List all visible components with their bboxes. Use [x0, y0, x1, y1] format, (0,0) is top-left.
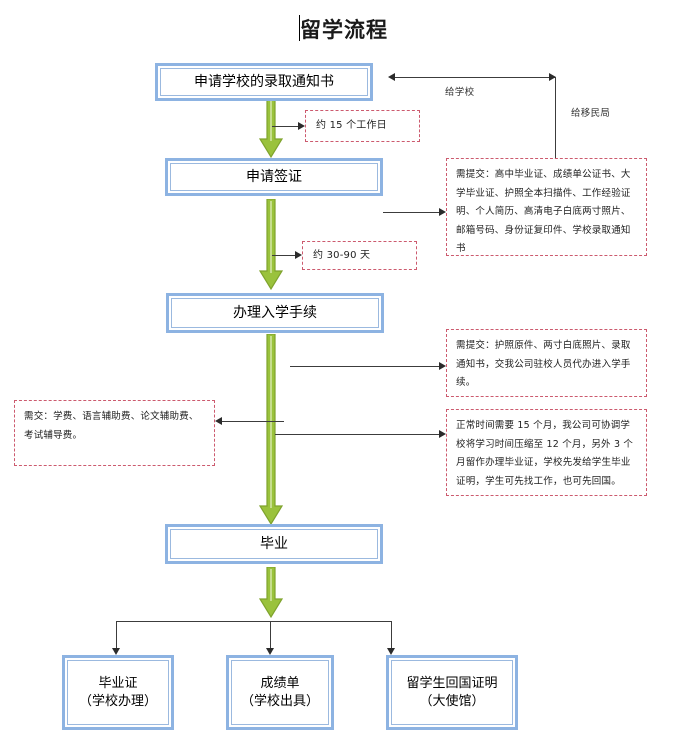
connector-offer-to-school [395, 77, 555, 78]
title-cursor-caret [299, 15, 300, 41]
process-box-enrollment-label: 办理入学手续 [171, 298, 379, 328]
note-schedule: 正常时间需要 15 个月，我公司可协调学校将学习时间压缩至 12 个月，另外 3… [446, 409, 647, 496]
arrowhead-enrollment-documents [439, 362, 446, 370]
connector-arrow-to-duration-visa [272, 255, 295, 256]
note-visa-documents: 需提交：高中毕业证、成绩单公证书、大学毕业证、护照全本扫描件、工作经验证明、个人… [446, 158, 647, 256]
duration-note-visa: 约 30-90 天 [302, 241, 417, 270]
outcome-box-transcript-content: 成绩单 （学校出具） [231, 660, 329, 725]
arrowhead-duration-visa [295, 251, 302, 259]
branch-horizontal-bus [116, 621, 392, 622]
page-title: 留学流程 [300, 18, 388, 42]
edge-label-to-immigration: 给移民局 [571, 108, 611, 119]
outcome-box-diploma[interactable]: 毕业证 （学校办理） [62, 655, 174, 730]
arrowhead-schedule [439, 430, 446, 438]
arrowhead-to-immigration [549, 73, 556, 81]
outcome-box-return-certificate-line1: 留学生回国证明 [406, 675, 498, 691]
arrowhead-fees [215, 417, 222, 425]
outcome-box-diploma-line2: （学校办理） [78, 693, 157, 709]
outcome-box-transcript[interactable]: 成绩单 （学校出具） [226, 655, 334, 730]
process-box-apply-school[interactable]: 申请学校的录取通知书 [155, 63, 373, 101]
process-box-apply-school-label: 申请学校的录取通知书 [160, 68, 368, 96]
process-box-graduate[interactable]: 毕业 [165, 524, 383, 564]
note-fees-text: 需交：学费、语言辅助费、论文辅助费、考试辅导费。 [24, 411, 199, 441]
arrowhead-diploma [112, 648, 120, 655]
process-box-graduate-label: 毕业 [170, 529, 378, 559]
connector-arrow-to-duration-offer [272, 126, 298, 127]
edge-label-to-school: 给学校 [445, 87, 475, 98]
duration-note-offer-text: 约 15 个工作日 [316, 120, 387, 131]
green-arrow-offer-to-visa [258, 97, 284, 159]
outcome-box-return-certificate[interactable]: 留学生回国证明 （大使馆） [386, 655, 518, 730]
process-box-enrollment[interactable]: 办理入学手续 [166, 293, 384, 333]
branch-stem-transcript [270, 621, 271, 650]
duration-note-offer: 约 15 个工作日 [305, 110, 420, 142]
branch-stem-diploma [116, 621, 117, 650]
green-arrow-graduate-to-outcomes [258, 567, 284, 619]
process-box-apply-visa[interactable]: 申请签证 [165, 158, 383, 196]
note-enrollment-documents-text: 需提交：护照原件、两寸白底照片、录取通知书，交我公司驻校人员代办进入学手续。 [456, 340, 631, 389]
green-arrow-enrollment-to-graduate [258, 334, 284, 526]
connector-to-fees [222, 421, 284, 422]
connector-immigration-vertical [555, 77, 556, 207]
process-box-apply-visa-label: 申请签证 [170, 163, 378, 191]
arrowhead-return-certificate [387, 648, 395, 655]
arrowhead-to-offer-box [388, 73, 395, 81]
connector-to-schedule [275, 434, 439, 435]
arrowhead-visa-documents [439, 208, 446, 216]
note-visa-documents-text: 需提交：高中毕业证、成绩单公证书、大学毕业证、护照全本扫描件、工作经验证明、个人… [456, 169, 631, 255]
note-enrollment-documents: 需提交：护照原件、两寸白底照片、录取通知书，交我公司驻校人员代办进入学手续。 [446, 329, 647, 397]
outcome-box-transcript-line1: 成绩单 [260, 675, 300, 691]
note-schedule-text: 正常时间需要 15 个月，我公司可协调学校将学习时间压缩至 12 个月，另外 3… [456, 420, 634, 487]
arrowhead-transcript [266, 648, 274, 655]
duration-note-visa-text: 约 30-90 天 [313, 249, 371, 261]
note-fees: 需交：学费、语言辅助费、论文辅助费、考试辅导费。 [14, 400, 215, 466]
green-arrow-visa-to-enrollment [258, 199, 284, 291]
outcome-box-diploma-line1: 毕业证 [98, 675, 138, 691]
arrowhead-duration-offer [298, 122, 305, 130]
outcome-box-transcript-line2: （学校出具） [240, 693, 319, 709]
connector-to-enrollment-documents [290, 366, 439, 367]
branch-stem-return-certificate [391, 621, 392, 650]
outcome-box-return-certificate-content: 留学生回国证明 （大使馆） [391, 660, 513, 725]
connector-visa-to-documents [383, 212, 439, 213]
outcome-box-diploma-content: 毕业证 （学校办理） [67, 660, 169, 725]
outcome-box-return-certificate-line2: （大使馆） [419, 693, 485, 709]
